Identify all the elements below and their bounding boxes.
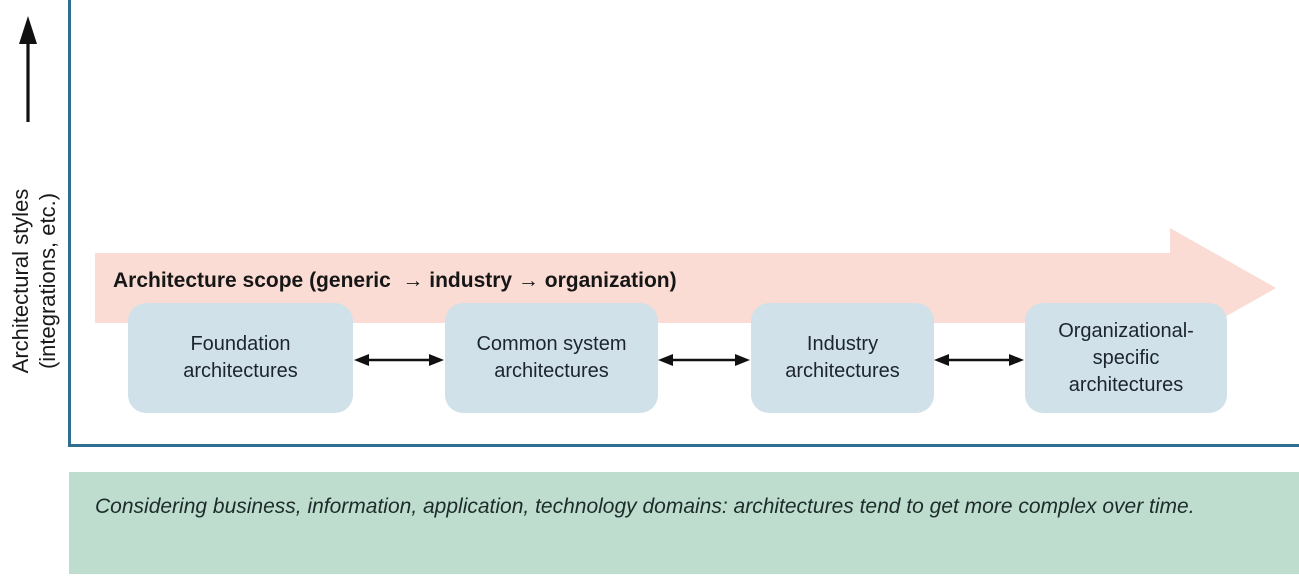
double-arrow-icon xyxy=(934,354,1024,366)
up-arrow-icon xyxy=(19,16,37,122)
y-axis-label: Architectural styles (integrations, etc.… xyxy=(7,149,65,413)
summary-banner: Considering business, information, appli… xyxy=(69,472,1299,574)
architecture-box-organizational-specific: Organizational-specific architectures xyxy=(1025,303,1227,413)
box-label: Common system architectures xyxy=(476,333,627,382)
architecture-box-industry: Industry architectures xyxy=(751,303,934,413)
box-label: Foundation architectures xyxy=(183,333,298,382)
summary-text: Considering business, information, appli… xyxy=(95,495,1195,518)
y-axis-label-line2: (integrations, etc.) xyxy=(35,192,60,370)
double-arrow-icon xyxy=(658,354,750,366)
double-arrow-icon xyxy=(354,354,444,366)
y-axis-line xyxy=(68,0,71,447)
architecture-box-common-system: Common system architectures xyxy=(445,303,658,413)
scope-arrow-label: Architecture scope (generic → industry →… xyxy=(113,269,677,292)
x-axis-line xyxy=(68,444,1299,447)
box-label: Organizational-specific architectures xyxy=(1058,319,1194,396)
architecture-box-foundation: Foundation architectures xyxy=(128,303,353,413)
y-axis-label-line1: Architectural styles xyxy=(8,188,33,374)
box-label: Industry architectures xyxy=(785,333,900,382)
